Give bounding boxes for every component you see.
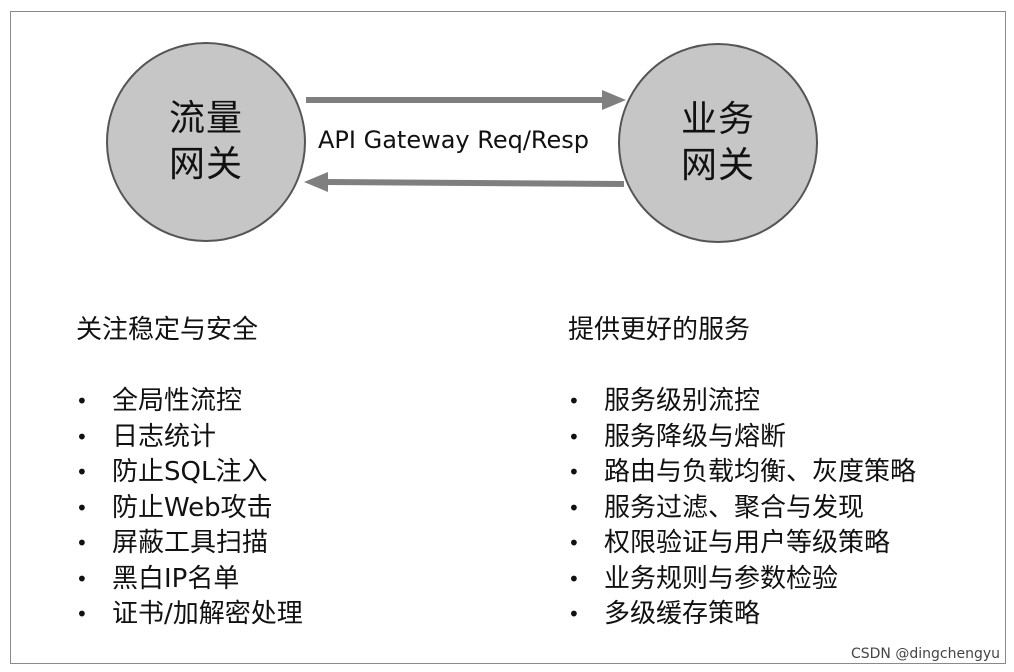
bullet-icon: • [76, 389, 88, 413]
list-item: • 权限验证与用户等级策略 [568, 526, 916, 562]
watermark: CSDN @dingchengyu [850, 646, 1000, 662]
list-item: • 日志统计 [76, 420, 303, 456]
list-item: • 业务规则与参数检验 [568, 562, 916, 598]
bullet-icon: • [568, 495, 580, 520]
bullet-icon: • [76, 602, 88, 626]
left-column: 关注稳定与安全 • 全局性流控 • 日志统计 • 防止SQL注入 • 防止Web攻击 •… [76, 312, 303, 633]
list-item: • 防止Web攻击 [76, 491, 303, 527]
business-gateway-node: 业务 网关 [618, 43, 818, 243]
list-item: • 全局性流控 [76, 384, 303, 420]
list-item-text: 黑白IP名单 [112, 563, 240, 594]
list-item-text: 服务级别流控 [604, 386, 761, 416]
bullet-icon: • [76, 424, 88, 449]
list-item: • 服务过滤、聚合与发现 [568, 491, 916, 527]
list-item-text: 屏蔽工具扫描 [112, 528, 269, 558]
list-item: • 服务降级与熔断 [568, 420, 916, 456]
list-item-text: 服务降级与熔断 [604, 421, 787, 452]
node-label-line1: 业务 [680, 99, 755, 140]
list-item-text: 服务过滤、聚合与发现 [604, 492, 865, 523]
list-item-text: 防止Web攻击 [112, 492, 273, 523]
left-column-heading: 关注稳定与安全 [76, 315, 259, 345]
list-item-text: 多级缓存策略 [604, 599, 761, 629]
list-item: • 防止SQL注入 [76, 455, 303, 491]
bullet-icon: • [568, 389, 580, 413]
right-column: 提供更好的服务 • 服务级别流控 • 服务降级与熔断 • 路由与负载均衡、灰度策略 •… [568, 312, 916, 633]
bullet-icon: • [568, 460, 580, 484]
list-item: • 路由与负载均衡、灰度策略 [568, 455, 916, 491]
bullet-icon: • [568, 566, 580, 591]
list-item-text: 全局性流控 [112, 386, 243, 416]
bullet-icon: • [568, 602, 580, 626]
list-item-text: 业务规则与参数检验 [604, 563, 839, 594]
list-item-text: 日志统计 [112, 421, 217, 452]
list-item-text: 路由与负载均衡、灰度策略 [604, 457, 917, 487]
bullet-icon: • [76, 566, 88, 591]
diagram-frame [10, 11, 1006, 664]
traffic-gateway-node: 流量 网关 [106, 42, 306, 242]
bullet-icon: • [76, 495, 88, 520]
bullet-icon: • [76, 531, 88, 555]
list-item-text: 权限验证与用户等级策略 [604, 528, 891, 558]
list-item: • 证书/加解密处理 [76, 597, 303, 633]
node-label-line2: 网关 [680, 145, 755, 186]
node-label-line2: 网关 [168, 144, 243, 185]
list-item-text: 防止SQL注入 [112, 457, 268, 487]
left-feature-list: • 全局性流控 • 日志统计 • 防止SQL注入 • 防止Web攻击 • 屏蔽工具扫描 •… [76, 384, 303, 633]
list-item: • 屏蔽工具扫描 [76, 526, 303, 562]
list-item: • 服务级别流控 [568, 384, 916, 420]
bullet-icon: • [76, 460, 88, 484]
bullet-icon: • [568, 424, 580, 449]
bullet-icon: • [568, 531, 580, 555]
edge-label: API Gateway Req/Resp [318, 126, 590, 154]
node-label-line1: 流量 [168, 98, 243, 139]
list-item: • 多级缓存策略 [568, 597, 916, 633]
right-column-heading: 提供更好的服务 [568, 315, 751, 345]
right-feature-list: • 服务级别流控 • 服务降级与熔断 • 路由与负载均衡、灰度策略 • 服务过滤、聚合与… [568, 384, 916, 633]
list-item-text: 证书/加解密处理 [112, 599, 303, 629]
list-item: • 黑白IP名单 [76, 562, 303, 598]
